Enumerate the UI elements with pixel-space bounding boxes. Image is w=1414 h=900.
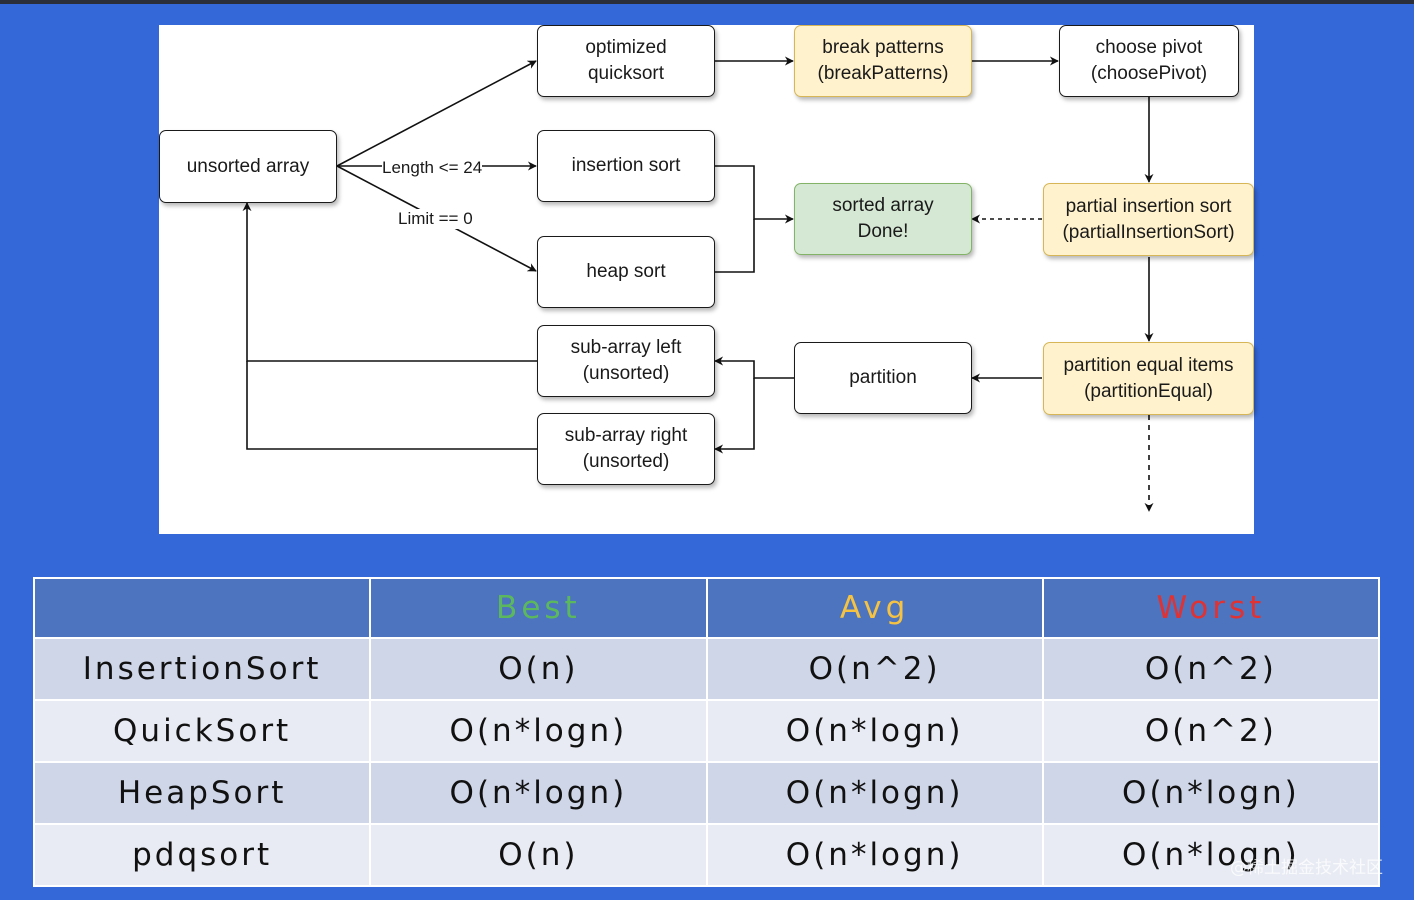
node-sub-array-right-line-2: (unsorted) [582, 451, 670, 472]
node-heap-sort: heap sort [537, 236, 715, 308]
node-partition-equal-line-2: (partitionEqual) [1084, 380, 1213, 402]
edge-partition-to-subleft [714, 356, 794, 379]
table-cell: O(n*logn) [1041, 761, 1381, 825]
node-sorted-array-line-2: Done! [857, 221, 909, 242]
node-sub-array-right-line-1: sub-array right [564, 425, 688, 446]
node-partition-line-1: partition [849, 367, 917, 388]
top-bar [0, 0, 1414, 4]
node-partition-equal-line-1: partition equal items [1063, 354, 1234, 376]
node-break-patterns-line-2: (breakPatterns) [817, 63, 949, 84]
node-partial-insertion-sort: partial insertion sort (partialInsertion… [1043, 183, 1254, 256]
node-sorted-array-line-1: sorted array [832, 195, 934, 216]
node-unsorted-array-line-1: unsorted array [186, 155, 310, 177]
edge-subleft-to-unsorted [242, 202, 537, 362]
complexity-table: Best Avg Worst InsertionSort O(n) O(n^2)… [32, 577, 1381, 887]
table-row: InsertionSort O(n) O(n^2) O(n^2) [32, 637, 1381, 701]
edge-insertion-to-sorted [715, 165, 794, 224]
node-sorted-array-done: sorted array Done! [794, 183, 972, 255]
node-break-patterns: break patterns (breakPatterns) [794, 25, 972, 97]
node-partial-insertion-sort-line-2: (partialInsertionSort) [1062, 221, 1235, 243]
table-cell: O(n*logn) [369, 699, 708, 763]
table-cell: O(n^2) [1041, 637, 1381, 701]
table-header-row: Best Avg Worst [32, 577, 1381, 639]
edge-heap-to-sorted [715, 219, 755, 273]
table-row: QuickSort O(n*logn) O(n*logn) O(n^2) [32, 699, 1381, 763]
node-sub-array-left-line-1: sub-array left [570, 337, 682, 358]
edge-partition-to-subright [714, 378, 755, 454]
node-insertion-sort-line-1: insertion sort [571, 155, 681, 176]
node-heap-sort-line-1: heap sort [586, 261, 666, 282]
edge-label-limit: Limit == 0 [398, 209, 473, 229]
node-partition-equal-items: partition equal items (partitionEqual) [1043, 342, 1254, 415]
table-cell: QuickSort [32, 699, 372, 763]
node-sub-array-right: sub-array right (unsorted) [537, 413, 715, 485]
edge-subright-to-unsorted [246, 361, 537, 450]
table-cell: O(n*logn) [1041, 823, 1381, 887]
node-optimized-quicksort-line-1: optimized [585, 37, 667, 58]
node-sub-array-left-line-2: (unsorted) [582, 363, 670, 384]
table-cell: O(n^2) [705, 637, 1044, 701]
node-sub-array-left: sub-array left (unsorted) [537, 325, 715, 397]
table-row: HeapSort O(n*logn) O(n*logn) O(n*logn) [32, 761, 1381, 825]
table-cell: O(n*logn) [705, 761, 1044, 825]
watermark: @稀土掘金技术社区 [1230, 858, 1383, 878]
node-optimized-quicksort-line-2: quicksort [587, 63, 664, 84]
table-cell: O(n*logn) [369, 761, 708, 825]
table-cell: O(n) [369, 823, 708, 887]
pdqsort-flow-diagram: unsorted array optimized quicksort inser… [159, 25, 1254, 534]
node-break-patterns-line-1: break patterns [822, 37, 944, 58]
diagram-edges [242, 56, 1154, 512]
header-cell-best: Best [369, 577, 708, 639]
node-insertion-sort: insertion sort [537, 130, 715, 202]
node-choose-pivot-line-1: choose pivot [1095, 37, 1203, 58]
table-cell: HeapSort [32, 761, 372, 825]
header-cell-worst: Worst [1041, 577, 1381, 639]
table-cell: pdqsort [32, 823, 372, 887]
node-optimized-quicksort: optimized quicksort [537, 25, 715, 97]
table-row: pdqsort O(n) O(n*logn) O(n*logn) [32, 823, 1381, 887]
header-cell-empty [32, 577, 372, 639]
edge-label-length: Length <= 24 [382, 158, 483, 178]
node-partition: partition [794, 342, 972, 414]
table-cell: O(n*logn) [705, 823, 1044, 887]
header-cell-avg: Avg [705, 577, 1044, 639]
edge-unsorted-to-optquick [336, 60, 537, 167]
node-choose-pivot-line-2: (choosePivot) [1090, 63, 1208, 84]
table-cell: O(n) [369, 637, 708, 701]
table-cell: O(n*logn) [705, 699, 1044, 763]
node-choose-pivot: choose pivot (choosePivot) [1059, 25, 1239, 97]
node-partial-insertion-sort-line-1: partial insertion sort [1065, 195, 1232, 217]
table-cell: InsertionSort [32, 637, 372, 701]
node-unsorted-array: unsorted array [159, 130, 337, 203]
table-cell: O(n^2) [1041, 699, 1381, 763]
